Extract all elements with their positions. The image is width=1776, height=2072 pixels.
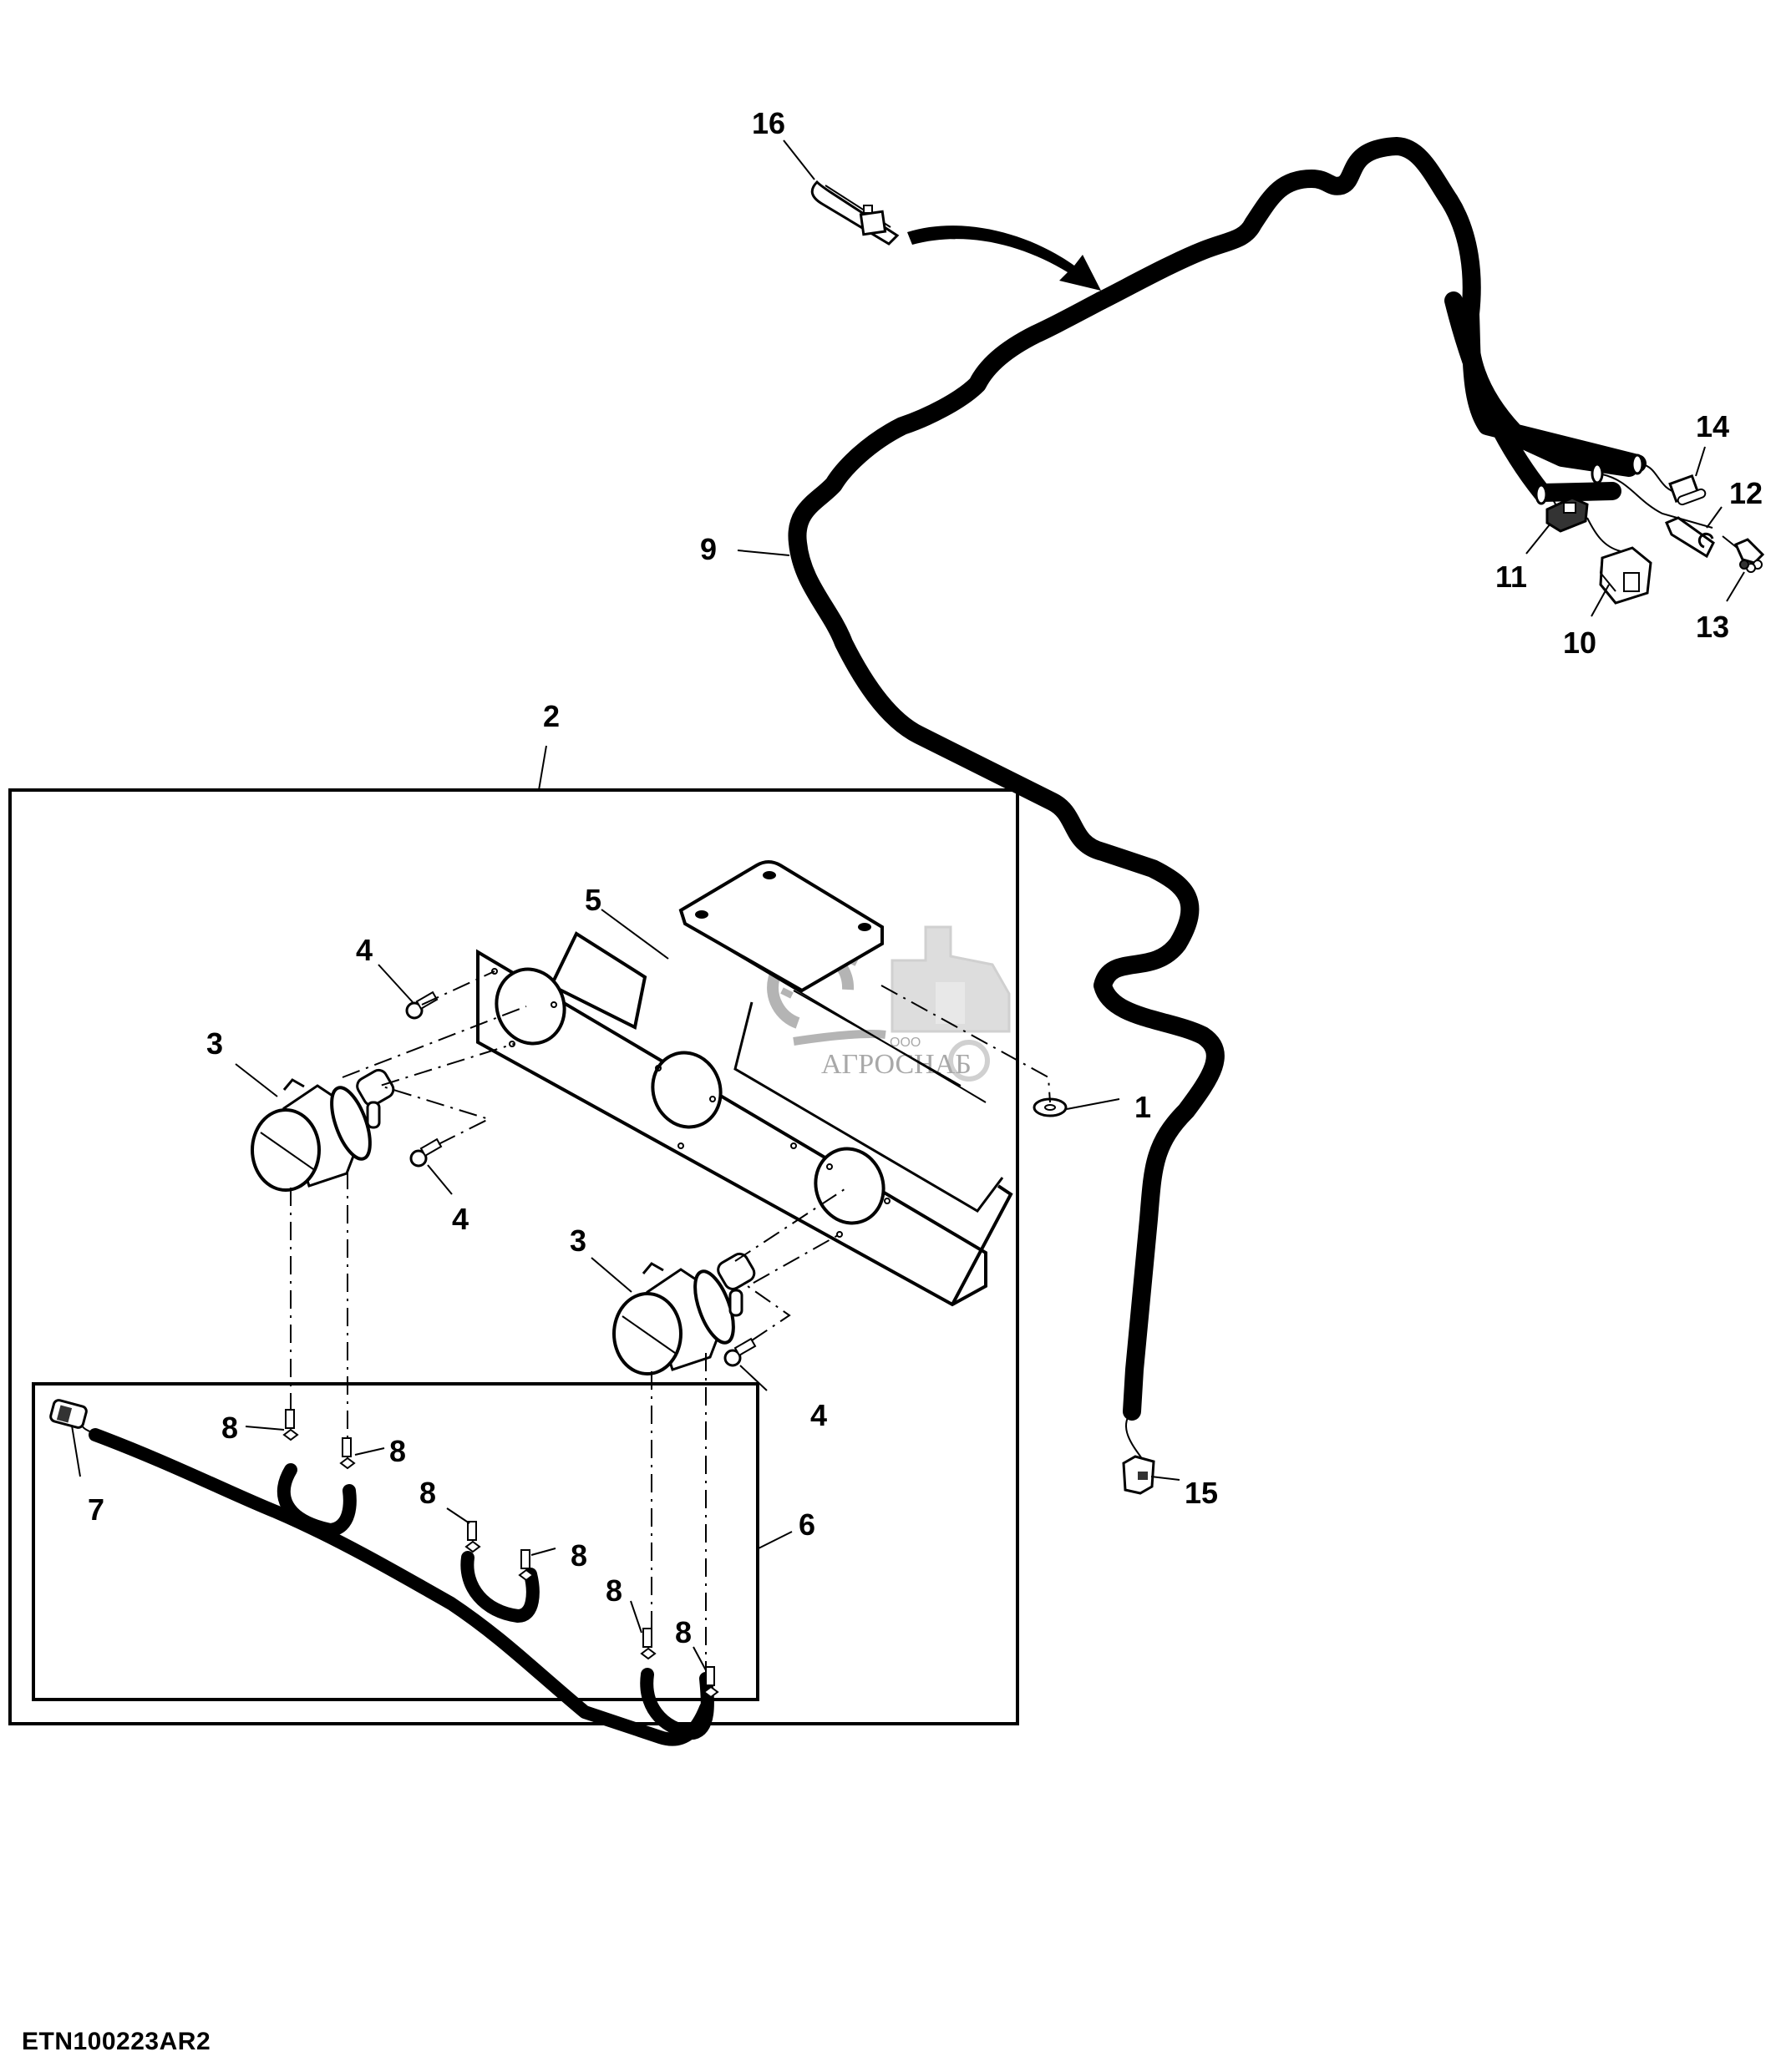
watermark-text: АГРОСНАБ: [821, 1049, 972, 1080]
rocker-switch-10: [1599, 546, 1652, 605]
watermark-harvester-icon: [891, 925, 1011, 1082]
callout-8d: 8: [571, 1538, 587, 1573]
lamp-harness-6: [78, 1419, 714, 1746]
leader-11: [1525, 523, 1551, 555]
end-connector-15: [1122, 1455, 1155, 1495]
leader-9: [737, 550, 790, 556]
connector-14: [1668, 474, 1707, 506]
callout-4-top: 4: [356, 933, 373, 967]
leader-12: [1706, 506, 1723, 529]
leader-5: [601, 909, 669, 960]
leader-4c: [739, 1365, 768, 1391]
leader-7: [71, 1425, 81, 1477]
terminal-8d: [518, 1549, 535, 1582]
terminal-8a: [282, 1409, 299, 1441]
connector-13: [1734, 538, 1765, 573]
drawing-id: ETN100223AR2: [22, 2028, 211, 2055]
callout-7: 7: [88, 1492, 104, 1527]
centerline-lamp-left: [342, 1006, 527, 1078]
callout-11: 11: [1495, 560, 1527, 594]
terminal-8c: [464, 1521, 481, 1553]
callout-6: 6: [799, 1507, 815, 1542]
leader-13: [1726, 571, 1745, 602]
watermark-swoosh: [793, 1030, 886, 1046]
leader-16: [783, 139, 815, 180]
leader-14: [1695, 446, 1706, 477]
leader-3a: [235, 1063, 278, 1097]
callout-4-middle: 4: [452, 1202, 469, 1236]
callout-1: 1: [1134, 1090, 1151, 1124]
leader-1: [1066, 1098, 1120, 1110]
callout-5: 5: [585, 883, 601, 917]
work-lamp-3-right: [612, 1252, 756, 1375]
terminal-8f: [703, 1666, 719, 1699]
leader-4b: [427, 1164, 453, 1195]
assembly-box-2: [8, 788, 1019, 1725]
leader-2: [538, 745, 547, 791]
screw-4-bottom: [723, 1337, 757, 1367]
connector-11: [1545, 496, 1589, 533]
centerline-screw-mid: [377, 1043, 515, 1145]
leader-15: [1150, 1476, 1180, 1481]
centerline-lamp-right: [734, 1185, 850, 1262]
callout-8c: 8: [419, 1476, 436, 1510]
sub-harness-box-6: [32, 1382, 759, 1701]
callout-13: 13: [1696, 610, 1729, 644]
harness-connector-7: [49, 1399, 88, 1429]
mounting-bracket-5: [476, 860, 1013, 1307]
callout-8e: 8: [606, 1573, 622, 1608]
leader-8e: [630, 1600, 642, 1634]
main-harness-9: [788, 137, 1647, 1421]
callout-3-right: 3: [570, 1223, 586, 1258]
callout-16: 16: [752, 106, 785, 140]
cable-tie-16: [810, 180, 900, 246]
screw-4-middle: [409, 1137, 443, 1168]
leader-8a: [245, 1426, 285, 1431]
callout-8b: 8: [389, 1434, 406, 1468]
centerline-screw-top: [421, 970, 495, 1006]
callout-8a: 8: [221, 1411, 238, 1445]
callout-10: 10: [1563, 626, 1596, 660]
centerline-screw-bottom: [746, 1234, 840, 1341]
terminal-8b: [339, 1437, 356, 1470]
centerline-grommet: [880, 985, 1051, 1103]
direction-arrow-icon: [907, 225, 1101, 291]
callout-12: 12: [1729, 476, 1763, 510]
work-lamp-3-left: [251, 1068, 395, 1192]
leader-10: [1591, 584, 1610, 617]
callout-3-left: 3: [206, 1026, 223, 1061]
leader-6: [758, 1531, 793, 1549]
callout-14: 14: [1696, 409, 1729, 443]
leader-8f: [693, 1646, 707, 1671]
leader-8c: [446, 1507, 470, 1524]
callout-15: 15: [1185, 1476, 1218, 1510]
leader-3b: [591, 1257, 632, 1293]
screw-4-top: [405, 990, 439, 1020]
terminal-8e: [640, 1628, 657, 1660]
callout-2: 2: [543, 699, 560, 733]
leader-8d: [530, 1548, 556, 1556]
leader-8b: [354, 1447, 385, 1456]
connector-12: [1665, 516, 1715, 559]
callout-8f: 8: [675, 1615, 692, 1649]
watermark: ООО АГРОСНАБ: [767, 925, 1011, 1082]
watermark-ooo: ООО: [890, 1036, 921, 1050]
leader-4a: [378, 964, 414, 1003]
callout-4-bottom: 4: [810, 1398, 827, 1432]
callout-9: 9: [700, 532, 717, 566]
